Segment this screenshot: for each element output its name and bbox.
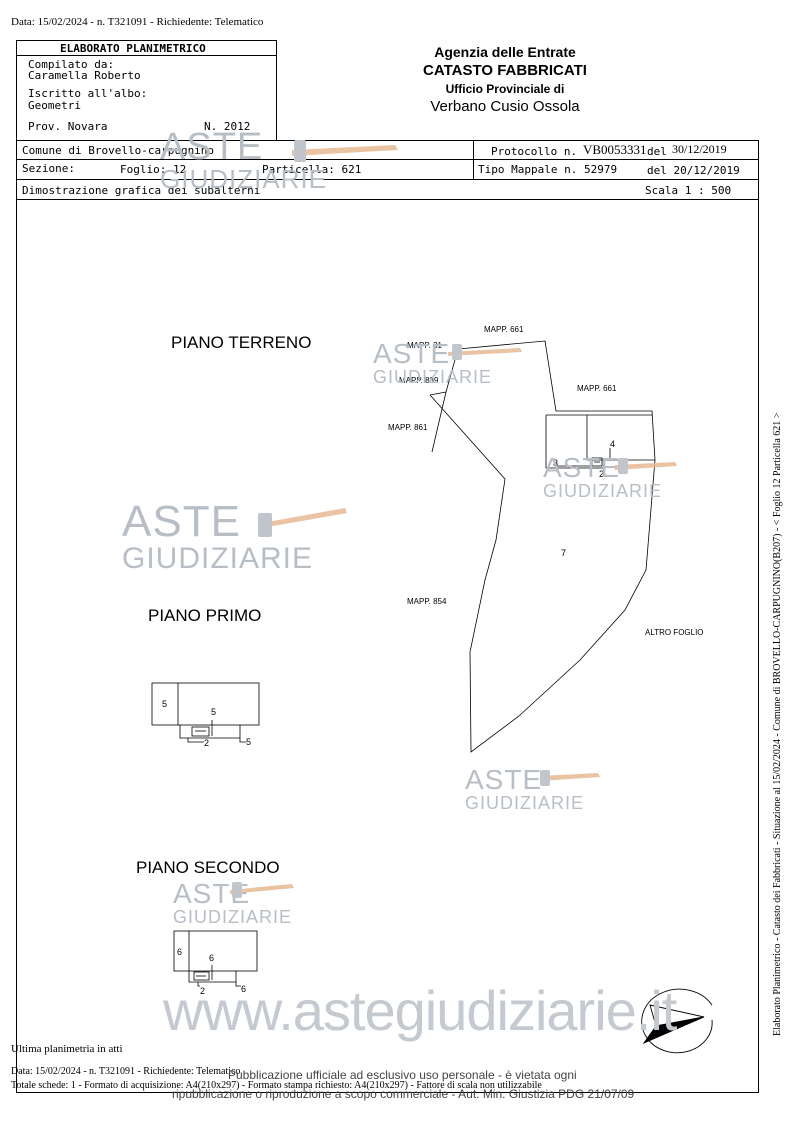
- primo-building: [151, 682, 260, 726]
- protocollo-date: 30/12/2019: [672, 142, 727, 156]
- ultima-planimetria: Ultima planimetria in atti: [11, 1043, 123, 1055]
- map-label: MAPP. 861: [388, 423, 428, 432]
- page-frame: [16, 140, 759, 1093]
- map-label: MAPP. 661: [484, 325, 524, 334]
- foglio: Foglio: 12: [120, 163, 187, 176]
- agency-line4: Verbano Cusio Ossola: [430, 98, 580, 115]
- side-caption: Elaborato Planimetrico - Catasto dei Fab…: [772, 412, 783, 1036]
- albo-number: N. 2012: [204, 120, 251, 133]
- subalterno-number: 7: [561, 548, 567, 558]
- subalterno-number: 5: [246, 737, 252, 747]
- compilato-label: Compilato da:: [28, 58, 115, 71]
- comune: Comune di Brovello-carpugnino: [22, 144, 215, 157]
- protocollo-label: Protocollo n.: [491, 145, 578, 158]
- iscritto-value: Geometri: [28, 99, 81, 112]
- compilato-name: Caramella Roberto: [28, 69, 141, 82]
- tipo-mappale: Tipo Mappale n. 52979: [478, 163, 618, 176]
- provincia: Prov. Novara: [28, 120, 108, 133]
- agency-line3: Ufficio Provinciale di: [445, 82, 565, 96]
- map-label: MAPP. 661: [577, 384, 617, 393]
- subalterno-number: 4: [610, 439, 616, 449]
- protocollo-value: VB0053331: [583, 142, 647, 157]
- watermark-logo: ASTE GIUDIZIARIE: [122, 497, 314, 575]
- watermark-logo: ASTE GIUDIZIARIE: [373, 338, 493, 387]
- particella: Particella: 621: [262, 163, 362, 176]
- subalterno-number: 3: [553, 458, 559, 468]
- map-label: MAPP. 839: [399, 376, 439, 385]
- dimostrazione: Dimostrazione grafica dei subalterni: [22, 184, 261, 197]
- watermark-url: www.astegiudiziarie.it: [163, 979, 677, 1042]
- map-label: MAPP. 854: [407, 597, 447, 606]
- watermark-logo: ASTE GIUDIZIARIE: [160, 126, 328, 194]
- subalterno-number: 6: [209, 953, 215, 963]
- watermark-logo: ASTE GIUDIZIARIE: [543, 452, 663, 501]
- tipo-date: del 20/12/2019: [647, 164, 740, 177]
- subalterno-number: 2: [599, 469, 605, 479]
- parcel-outline: [429, 340, 656, 753]
- piano-secondo-label: PIANO SECONDO: [136, 858, 280, 877]
- subalterno-number: 5: [211, 707, 217, 717]
- footer-data: Data: 15/02/2024 - n. T321091 - Richiede…: [11, 1066, 241, 1077]
- agency-line2: CATASTO FABBRICATI: [423, 62, 587, 79]
- subalterno-number: 6: [177, 947, 183, 957]
- watermark-logo: ASTE GIUDIZIARIE: [173, 878, 293, 927]
- subalterno-number: 6: [241, 984, 247, 994]
- protocollo-del: del: [647, 145, 667, 158]
- agency-header: Agenzia delle Entrate CATASTO FABBRICATI…: [390, 44, 620, 115]
- watermark-logo: ASTE GIUDIZIARIE: [465, 764, 585, 813]
- top-header: Data: 15/02/2024 - n. T321091 - Richiede…: [11, 16, 264, 28]
- agency-line1: Agenzia delle Entrate: [434, 44, 576, 60]
- subalterno-number: 2: [200, 986, 206, 996]
- scala: Scala 1 : 500: [645, 184, 732, 197]
- north-arrow-icon: [641, 988, 713, 1054]
- iscritto-label: Iscritto all'albo:: [28, 87, 148, 100]
- map-label: MAPP. 31: [407, 341, 442, 350]
- box-title: ELABORATO PLANIMETRICO: [60, 42, 206, 55]
- subalterno-number: 2: [204, 738, 210, 748]
- notice-line2: ripubblicazione o riproduzione a scopo c…: [172, 1087, 635, 1101]
- map-label: ALTRO FOGLIO: [645, 628, 704, 637]
- subalterno-number: 5: [162, 699, 168, 709]
- piano-terreno-label: PIANO TERRENO: [171, 333, 312, 352]
- notice-line1: Pubblicazione ufficiale ad esclusivo uso…: [228, 1068, 577, 1082]
- secondo-building: [173, 930, 258, 972]
- sezione: Sezione:: [22, 162, 75, 175]
- compiler-box: [16, 40, 277, 141]
- piano-primo-label: PIANO PRIMO: [148, 606, 262, 625]
- footer-totale: Totale schede: 1 - Formato di acquisizio…: [11, 1080, 542, 1091]
